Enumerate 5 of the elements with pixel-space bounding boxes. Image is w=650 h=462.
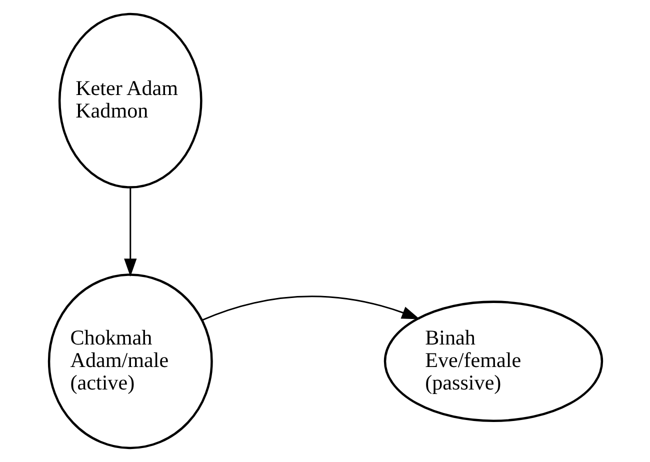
arrow — [201, 296, 420, 321]
node-ellipse: Binah Eve/female (passive) — [383, 300, 603, 422]
node-circle: Chokmah Adam/male (active) — [47, 274, 212, 450]
node-ellipse: Keter Adam Kadmon — [58, 12, 202, 188]
arrow — [124, 188, 136, 277]
